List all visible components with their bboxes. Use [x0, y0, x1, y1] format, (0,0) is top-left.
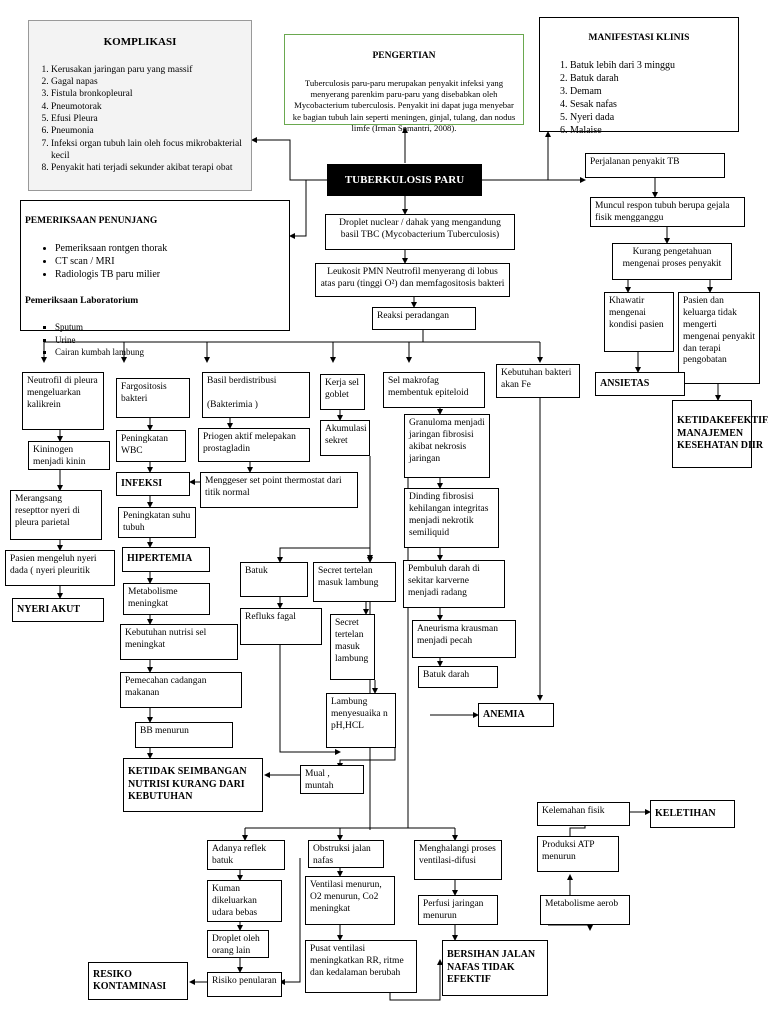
komplikasi-item: Penyakit hati terjadi sekunder akibat te… [51, 162, 247, 174]
komplikasi-item: Fistula bronkopleural [51, 88, 247, 100]
node-priogen: Priogen aktif melepakan prostagladin [198, 428, 310, 462]
node-kininogen: Kininogen menjadi kinin [28, 441, 110, 470]
node-mengeluh: Pasien mengeluh nyeri dada ( nyeri pleur… [5, 550, 115, 586]
node-perfusi: Perfusi jaringan menurun [418, 895, 498, 925]
node-lambung-ph: Lambung menyesuaika n pH,HCL [326, 693, 396, 748]
node-ventilasi: Ventilasi menurun, O2 menurun, Co2 menin… [305, 876, 395, 925]
node-hipertemia: HIPERTEMIA [122, 547, 210, 572]
lab-item: Urine [55, 334, 285, 347]
node-kerja-sel: Kerja sel goblet [320, 374, 365, 410]
komplikasi-item: Pneumonia [51, 125, 247, 137]
node-fargositosis: Fargositosis bakteri [116, 378, 190, 418]
node-adanya: Adanya reflek batuk [207, 840, 285, 870]
node-granuloma: Granuloma menjadi jaringan fibrosisi aki… [404, 414, 490, 478]
manifestasi-item: Malaise [570, 124, 734, 137]
node-ketidakseimbangan: KETIDAK SEIMBANGAN NUTRISI KURANG DARI K… [123, 758, 263, 812]
komplikasi-item: Infeksi organ tubuh lain oleh focus mikr… [51, 138, 247, 163]
node-pusat: Pusat ventilasi meningkatkan RR, ritme d… [305, 940, 417, 993]
manifestasi-item: Batuk darah [570, 72, 734, 85]
pemeriksaan-item: Pemeriksaan rontgen thorak [55, 242, 285, 255]
komplikasi-title: KOMPLIKASI [103, 35, 177, 48]
node-batuk-darah: Batuk darah [418, 666, 498, 688]
pengertian-text: Tuberculosis paru-paru merupakan penyaki… [292, 77, 516, 133]
node-mengeser: Menggeser set point thermostat dari titi… [200, 472, 358, 508]
node-nyeri-akut: NYERI AKUT [12, 598, 104, 622]
node-mual: Mual , muntah [300, 765, 364, 794]
manifestasi-item: Demam [570, 85, 734, 98]
pengertian-title: PENGERTIAN [372, 50, 436, 61]
komplikasi-list: Kerusakan jaringan paru yang massifGagal… [33, 64, 247, 175]
node-obstruksi: Obstruksi jalan nafas [308, 840, 384, 868]
lab-item: Sputum [55, 321, 285, 334]
pengertian-box: PENGERTIAN Tuberculosis paru-paru merupa… [284, 34, 524, 133]
lab-title: Pemeriksaan Laboratorium [25, 295, 139, 306]
node-peningkatan-wbc: Peningkatan WBC [116, 430, 186, 462]
node-metabolisme: Metabolisme meningkat [123, 583, 210, 615]
node-dinding: Dinding fibrosisi kehilangan integritas … [404, 488, 499, 548]
node-pasien-keluarga: Pasien dan keluarga tidak mengerti menge… [678, 292, 760, 384]
manifestasi-item: Batuk lebih dari 3 minggu [570, 59, 734, 72]
node-perjalanan: Perjalanan penyakit TB [585, 153, 725, 178]
node-risiko-penularan: Risiko penularan [207, 972, 282, 997]
node-infeksi: INFEKSI [116, 472, 190, 496]
pemeriksaan-title: PEMERIKSAAN PENUNJANG [25, 215, 158, 226]
node-pemecahan: Pemecahan cadangan makanan [120, 672, 242, 708]
komplikasi-item: Efusi Pleura [51, 113, 247, 125]
node-akumulasi: Akumulasi sekret [320, 420, 370, 456]
node-resiko-kontaminasi: RESIKO KONTAMINASI [88, 962, 188, 1000]
komplikasi-item: Kerusakan jaringan paru yang massif [51, 64, 247, 76]
node-ketidakefektifan: KETIDAKEFEKTIFAN MANAJEMEN KESEHATAN DII… [672, 400, 768, 468]
node-droplet: Droplet nuclear / dahak yang mengandung … [325, 214, 515, 250]
node-basil: Basil berdistribusi (Bakterimia ) [202, 372, 310, 418]
lab-list: SputumUrineCairan kumbah lambung [25, 321, 285, 359]
node-kebutuhan-fe: Kebutuhan bakteri akan Fe [496, 364, 580, 398]
pemeriksaan-item: CT scan / MRI [55, 255, 285, 268]
node-kurang: Kurang pengetahuan mengenai proses penya… [612, 243, 732, 280]
node-refluks: Refluks fagal [240, 608, 322, 645]
node-muncul: Muncul respon tubuh berupa gejala fisik … [590, 197, 745, 227]
node-kuman: Kuman dikeluarkan udara bebas [207, 880, 282, 922]
center-title: TUBERKULOSIS PARU [327, 164, 482, 196]
pemeriksaan-box: PEMERIKSAAN PENUNJANG Pemeriksaan rontge… [20, 200, 290, 357]
node-ansietas: ANSIETAS [595, 372, 685, 396]
manifestasi-list: Batuk lebih dari 3 mingguBatuk darahDema… [544, 59, 734, 137]
node-pembuluh: Pembuluh darah di sekitar karverne menja… [403, 560, 505, 608]
node-droplet-oleh: Droplet oleh orang lain [207, 930, 269, 958]
node-produksi-atp: Produksi ATP menurun [537, 836, 619, 872]
node-leukosit: Leukosit PMN Neutrofil menyerang di lobu… [315, 263, 510, 297]
node-metabolisme-aerob: Metabolisme aerob [540, 895, 630, 925]
node-anemia: ANEMIA [478, 703, 554, 727]
lab-item: Cairan kumbah lambung [55, 346, 285, 359]
node-secret-lambung: Secret tertelan masuk lambung [313, 562, 396, 602]
node-neutrofil: Neutrofil di pleura mengeluarkan kalikre… [22, 372, 104, 430]
komplikasi-item: Pneumotorak [51, 101, 247, 113]
node-menghalangi: Menghalangi proses ventilasi-difusi [414, 840, 502, 880]
komplikasi-item: Gagal napas [51, 76, 247, 88]
manifestasi-item: Sesak nafas [570, 98, 734, 111]
node-kebutuhan-nutrisi: Kebutuhan nutrisi sel meningkat [120, 624, 238, 660]
pemeriksaan-list: Pemeriksaan rontgen thorakCT scan / MRIR… [25, 242, 285, 281]
node-aneurisma: Aneurisma krausman menjadi pecah [412, 620, 516, 658]
node-secret-lambung2: Secret tertelan masuk lambung [330, 614, 375, 680]
node-batuk: Batuk [240, 562, 308, 597]
node-sel-makrofag: Sel makrofag membentuk epiteloid [383, 372, 485, 408]
manifestasi-item: Nyeri dada [570, 111, 734, 124]
manifestasi-box: MANIFESTASI KLINIS Batuk lebih dari 3 mi… [539, 17, 739, 136]
node-kelemahan: Kelemahan fisik [537, 802, 630, 826]
pemeriksaan-item: Radiologis TB paru milier [55, 268, 285, 281]
node-keletihan: KELETIHAN [650, 800, 735, 828]
node-merangsang: Merangsang resepttor nyeri di pleura par… [10, 490, 102, 540]
node-peningkatan-suhu: Peningkatan suhu tubuh [118, 507, 196, 538]
node-bersihan: BERSIHAN JALAN NAFAS TIDAK EFEKTIF [442, 940, 548, 996]
manifestasi-title: MANIFESTASI KLINIS [588, 32, 690, 43]
node-bb: BB menurun [135, 722, 233, 748]
komplikasi-box: KOMPLIKASI Kerusakan jaringan paru yang … [28, 20, 252, 191]
node-khawatir: Khawatir mengenai kondisi pasien [604, 292, 674, 352]
node-reaksi: Reaksi peradangan [372, 307, 476, 330]
